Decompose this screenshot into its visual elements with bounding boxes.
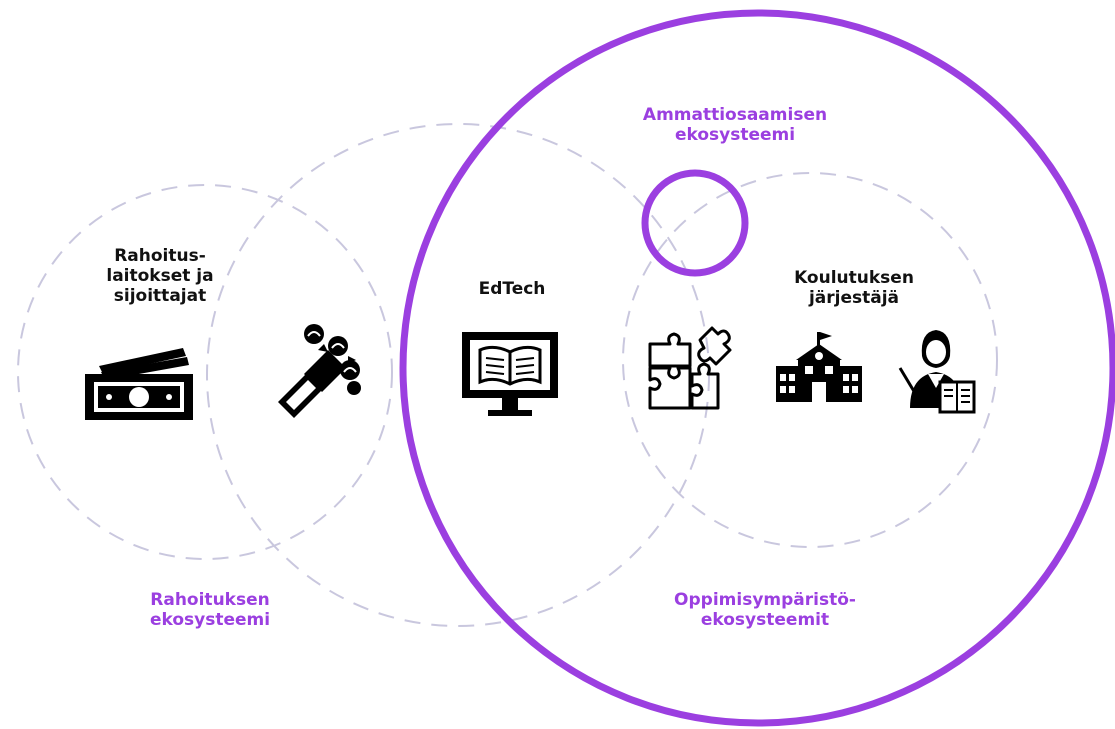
teacher-icon bbox=[898, 330, 976, 414]
funders-label: Rahoitus- laitokset ja sijoittajat bbox=[100, 246, 220, 306]
bouquet-icon bbox=[278, 324, 361, 418]
computer-book-icon bbox=[462, 332, 558, 416]
funders-circle bbox=[17, 184, 393, 560]
provider-label-line: järjestäjä bbox=[808, 288, 900, 308]
money-icon bbox=[85, 348, 193, 420]
provider-label: Koulutuksen järjestäjä bbox=[774, 268, 934, 308]
professional-ecosystem-label-line: Ammattiosaamisen bbox=[642, 105, 828, 125]
edtech-label: EdTech bbox=[462, 279, 562, 299]
funders-label-line: Rahoitus- bbox=[114, 246, 206, 266]
funders-label-line: laitokset ja bbox=[106, 266, 214, 286]
provider-label-line: Koulutuksen bbox=[794, 268, 914, 288]
funding-ecosystem-label-line: ekosysteemi bbox=[149, 610, 271, 630]
puzzle-icon bbox=[648, 326, 732, 410]
professional-ecosystem-circle bbox=[399, 9, 1115, 727]
funders-label-line: sijoittajat bbox=[113, 286, 207, 306]
learning-environment-label: Oppimisympäristö- ekosysteemit bbox=[650, 590, 880, 630]
core-circle bbox=[641, 169, 749, 277]
professional-ecosystem-label-line: ekosysteemi bbox=[674, 125, 796, 145]
learning-environment-label-line: ekosysteemit bbox=[700, 610, 830, 630]
learning-environment-circle bbox=[622, 172, 998, 548]
funding-ecosystem-label-line: Rahoituksen bbox=[150, 590, 270, 610]
edtech-label-line: EdTech bbox=[478, 279, 546, 299]
professional-ecosystem-label: Ammattiosaamisen ekosysteemi bbox=[620, 105, 850, 145]
school-building-icon bbox=[776, 332, 862, 402]
funding-ecosystem-label: Rahoituksen ekosysteemi bbox=[130, 590, 290, 630]
learning-environment-label-line: Oppimisympäristö- bbox=[674, 590, 856, 610]
